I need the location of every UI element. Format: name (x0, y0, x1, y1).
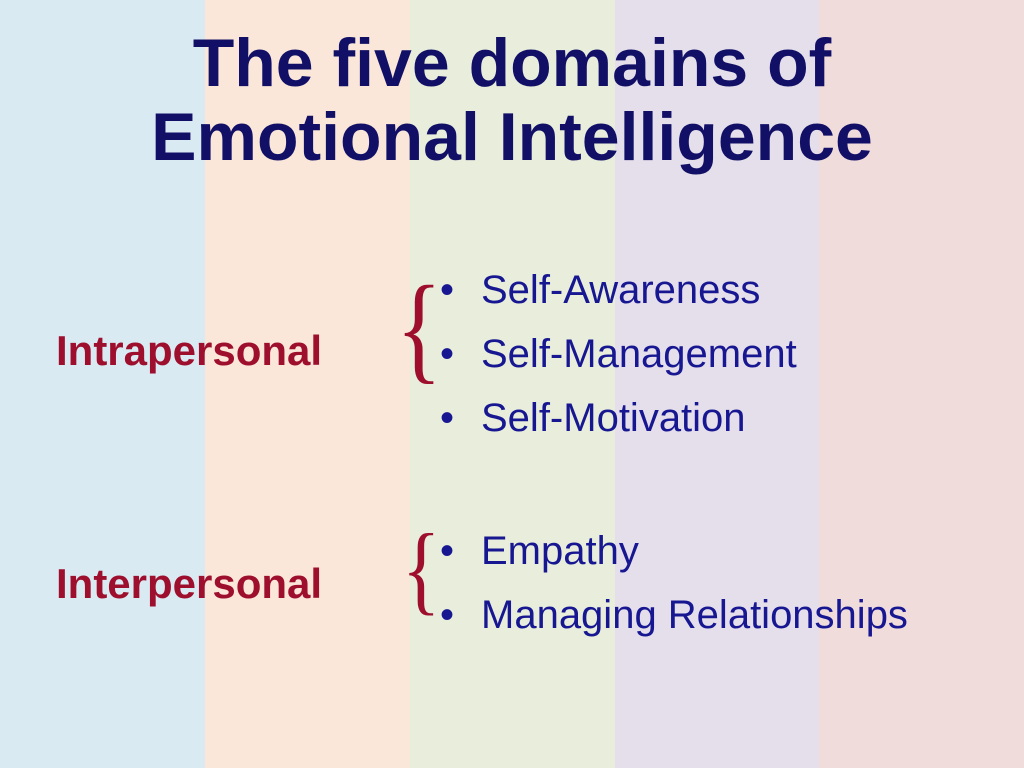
stripe-rose (819, 0, 1024, 768)
list-item: • Self-Awareness (440, 258, 797, 322)
item-text: Self-Awareness (481, 268, 761, 312)
bullet-icon: • (440, 593, 455, 637)
title-line-2: Emotional Intelligence (151, 99, 873, 175)
list-item: • Self-Management (440, 322, 797, 386)
item-text: Empathy (481, 529, 639, 573)
bullet-icon: • (440, 268, 455, 312)
left-brace-icon: { (402, 513, 441, 624)
bullet-icon: • (440, 396, 455, 440)
stripe-peach (205, 0, 410, 768)
item-text: Managing Relationships (481, 593, 908, 637)
item-text: Self-Management (481, 332, 797, 376)
stripe-blue (0, 0, 205, 768)
interpersonal-list: • Empathy • Managing Relationships (440, 519, 908, 647)
group-label-intrapersonal: Intrapersonal (56, 327, 323, 374)
bullet-icon: • (440, 529, 455, 573)
left-brace-icon: { (396, 261, 443, 394)
intrapersonal-list: • Self-Awareness • Self-Management • Sel… (440, 258, 797, 450)
list-item: • Managing Relationships (440, 583, 908, 647)
slide-title: The five domains of Emotional Intelligen… (0, 26, 1024, 174)
list-item: • Empathy (440, 519, 908, 583)
bullet-icon: • (440, 332, 455, 376)
item-text: Self-Motivation (481, 396, 746, 440)
group-label-interpersonal: Interpersonal (56, 560, 323, 607)
stripe-green (410, 0, 615, 768)
list-item: • Self-Motivation (440, 386, 797, 450)
title-line-1: The five domains of (192, 25, 832, 101)
stripe-lavender (615, 0, 819, 768)
